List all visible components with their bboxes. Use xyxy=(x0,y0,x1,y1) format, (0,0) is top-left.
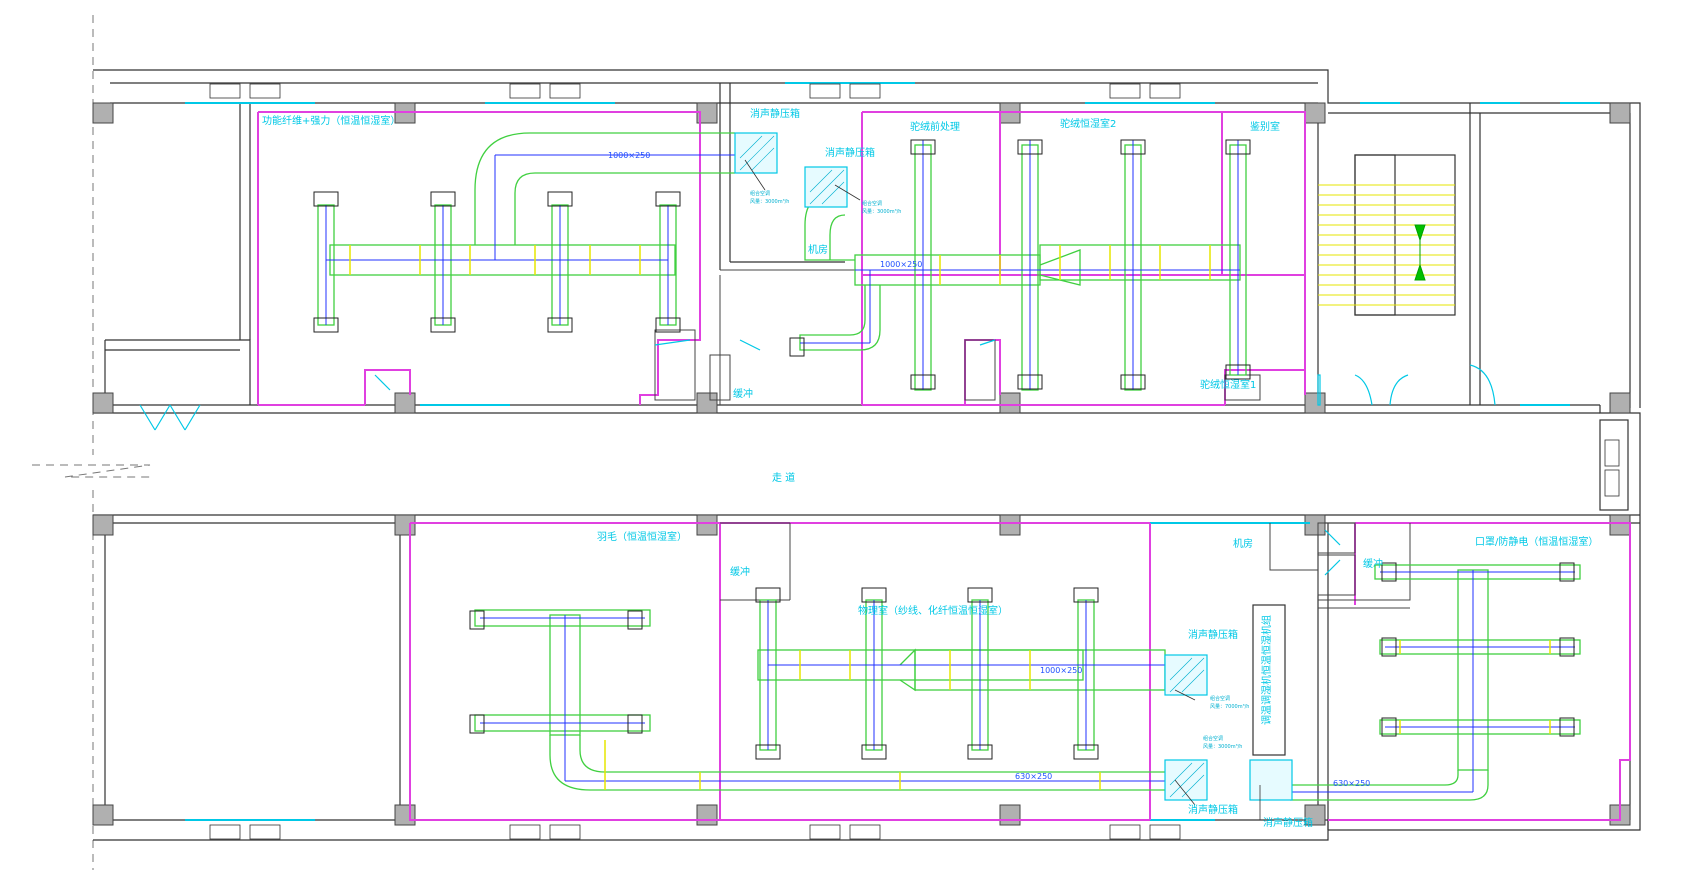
stair-treads xyxy=(1318,184,1455,306)
air-diffusers[interactable] xyxy=(313,139,1575,760)
duct-size-1: 1000×250 xyxy=(608,151,650,160)
note-3a: 组合空调 xyxy=(1210,695,1230,702)
clean-room-boundaries[interactable] xyxy=(257,111,1631,821)
note-4a: 组合空调 xyxy=(1203,735,1223,742)
duct-size-3: 1000×250 xyxy=(1040,666,1082,675)
static-pressure-boxes[interactable] xyxy=(734,132,1293,801)
break-lines xyxy=(32,15,151,870)
static-box-label-5: 消声静压箱 xyxy=(1263,816,1313,829)
static-box-label-1: 消声静压箱 xyxy=(750,107,800,120)
room-label-pretreatment: 驼绒前处理 xyxy=(910,120,960,133)
room-label-machine-room-bottom: 机房 xyxy=(1233,537,1253,550)
interior-partitions xyxy=(654,269,1411,609)
room-label-identification: 鉴别室 xyxy=(1250,120,1280,133)
corridor-label: 走 道 xyxy=(772,471,795,484)
airflow-notes: 组合空调 风量：3000m³/h 组合空调 风量：3000m³/h 组合空调 风… xyxy=(750,190,1249,750)
stair-arrow xyxy=(1414,224,1426,281)
note-2b: 风量：3000m³/h xyxy=(862,208,901,215)
room-label-feather: 羽毛（恒温恒湿室） xyxy=(597,530,687,543)
note-1b: 风量：3000m³/h xyxy=(750,198,789,205)
room-label-functional-fiber: 功能纤维+强力（恒温恒湿室） xyxy=(262,114,400,127)
ac-unit[interactable] xyxy=(1252,604,1286,756)
supply-ducts[interactable] xyxy=(317,132,1581,801)
ac-unit-label: 调温调湿机恒温恒湿机组 xyxy=(1260,615,1273,725)
equipment-labels: 消声静压箱 消声静压箱 消声静压箱 消声静压箱 消声静压箱 调温调湿机恒温恒湿机… xyxy=(750,107,1313,829)
note-2a: 组合空调 xyxy=(862,200,882,207)
room-label-buffer-mid: 缓冲 xyxy=(730,565,750,578)
note-4b: 风量：3000m³/h xyxy=(1203,743,1242,750)
static-box-label-3: 消声静压箱 xyxy=(1188,628,1238,641)
duct-size-5: 630×250 xyxy=(1333,779,1370,788)
room-label-machine-room-top: 机房 xyxy=(808,243,828,256)
room-label-physics: 物理室（纱线、化纤恒温恒湿室） xyxy=(858,604,1008,617)
room-label-buffer-right: 缓冲 xyxy=(1363,557,1383,570)
static-box-label-4: 消声静压箱 xyxy=(1188,803,1238,816)
duct-joints xyxy=(349,245,1551,790)
duct-size-4: 630×250 xyxy=(1015,772,1052,781)
room-label-camel-hair-2: 驼绒恒湿室2 xyxy=(1060,117,1116,130)
windows xyxy=(185,82,1600,821)
duct-size-2: 1000×250 xyxy=(880,260,922,269)
room-labels: 功能纤维+强力（恒温恒湿室） 驼绒前处理 驼绒恒湿室2 鉴别室 驼绒恒湿室1 机… xyxy=(262,114,1598,617)
room-label-mask-antistatic: 口罩/防静电（恒温恒湿室） xyxy=(1475,535,1598,548)
window-sashes xyxy=(209,83,1620,840)
static-box-label-2: 消声静压箱 xyxy=(825,146,875,159)
duct-size-labels: 1000×250 1000×250 1000×250 630×250 630×2… xyxy=(608,151,1370,788)
room-label-camel-hair-1: 驼绒恒湿室1 xyxy=(1200,378,1256,391)
doors[interactable] xyxy=(139,339,1496,576)
duct-centerlines xyxy=(325,140,1575,793)
note-1a: 组合空调 xyxy=(750,190,770,197)
note-3b: 风量：7000m³/h xyxy=(1210,703,1249,710)
room-label-buffer-top: 缓冲 xyxy=(733,387,753,400)
leader-lines xyxy=(744,159,1285,821)
